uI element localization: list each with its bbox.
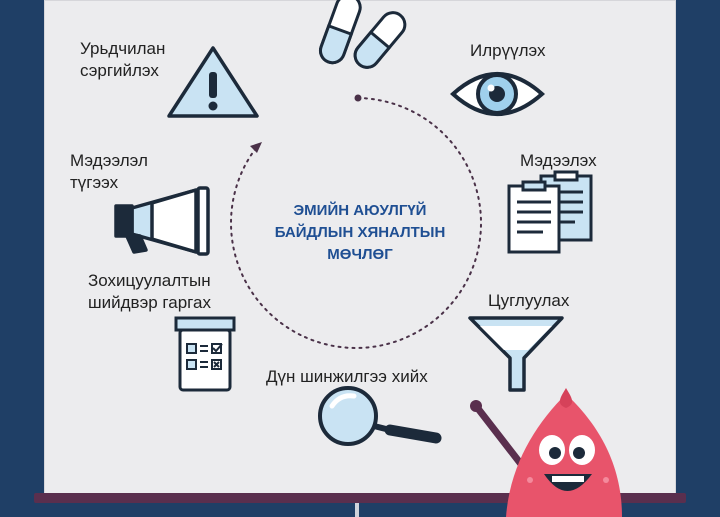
documents-icon <box>507 170 593 254</box>
capsules-icon <box>318 0 407 69</box>
drop-mascot-icon <box>470 388 622 517</box>
checklist-jar-icon <box>174 316 236 392</box>
step-label-disseminate: Мэдээлэл түгээх <box>70 151 148 192</box>
board-stand <box>355 503 359 517</box>
step-label-prevent: Урьдчилан сэргийлэх <box>80 39 166 80</box>
cycle-start-dot <box>354 94 362 102</box>
step-label-collect: Цуглуулах <box>488 291 570 310</box>
cycle-arrowhead <box>250 142 262 153</box>
step-label-decision: Зохицуулалтын шийдвэр гаргах <box>88 271 211 312</box>
eye-icon <box>450 72 546 116</box>
warning-triangle-icon <box>167 46 259 118</box>
cycle-title: ЭМИЙН АЮУЛГҮЙ БАЙДЛЫН ХЯНАЛТЫН МӨЧЛӨГ <box>274 202 446 263</box>
step-label-analyze: Дүн шинжилгээ хийх <box>266 367 428 386</box>
board-rail <box>34 493 686 503</box>
megaphone-icon <box>114 186 210 256</box>
step-label-detect: Илрүүлэх <box>470 41 546 60</box>
magnifier-icon <box>318 386 442 446</box>
funnel-icon <box>468 316 564 392</box>
step-label-report: Мэдээлэх <box>520 151 597 170</box>
